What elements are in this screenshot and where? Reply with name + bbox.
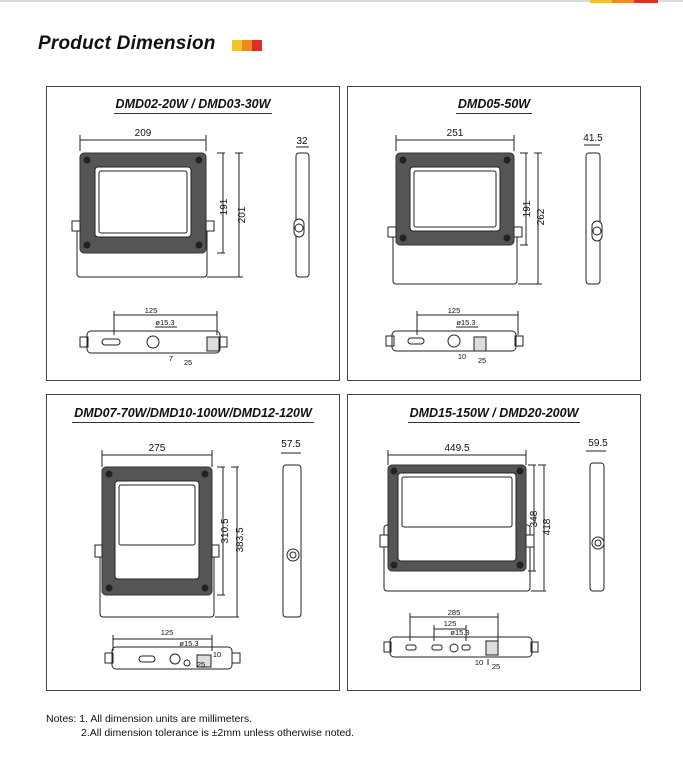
- dim-outer-height: 383.5: [235, 527, 246, 552]
- dim-hole: ø15.3: [456, 318, 475, 327]
- bottom-view: [79, 311, 228, 354]
- dim-hole: ø15.3: [155, 318, 174, 327]
- panel-dmd07-dmd12: DMD07-70W/DMD10-100W/DMD12-120W: [46, 394, 340, 691]
- swatch-red: [252, 40, 262, 51]
- note-line-1: Notes: 1. All dimension units are millim…: [46, 713, 252, 725]
- dim-width: 449.5: [444, 443, 469, 454]
- dim-inner-height: 191: [522, 200, 533, 217]
- dim-bracket: 25: [184, 358, 192, 367]
- panel-dmd02-dmd03: DMD02-20W / DMD03-30W: [46, 86, 340, 381]
- note-line-2: 2.All dimension tolerance is ±2mm unless…: [81, 727, 355, 739]
- dim-depth: 32: [296, 136, 308, 147]
- side-view: [584, 144, 603, 285]
- dim-inner-height: 310.5: [220, 518, 231, 543]
- panel-dmd15-dmd20: DMD15-150W / DMD20-200W: [347, 394, 641, 691]
- bottom-view: [383, 613, 539, 665]
- dim-slot-span: 125: [161, 628, 174, 637]
- top-rule: [0, 0, 683, 2]
- dim-offset: 7: [169, 354, 173, 363]
- side-view: [293, 146, 310, 278]
- dim-width: 209: [135, 128, 152, 139]
- panel-dmd05: DMD05-50W: [347, 86, 641, 381]
- top-accent-red: [634, 0, 658, 3]
- dim-offset: 10: [213, 650, 221, 659]
- front-view: [379, 450, 546, 592]
- panel-title: DMD02-20W / DMD03-30W: [47, 97, 339, 114]
- bottom-view: [104, 635, 241, 670]
- top-accent-yellow: [590, 0, 612, 3]
- title-color-swatches: [232, 40, 262, 51]
- dim-depth: 59.5: [588, 438, 608, 449]
- dim-offset: 10: [475, 658, 483, 667]
- front-view: [387, 135, 542, 285]
- dim-slot-span: 125: [444, 619, 457, 628]
- bottom-view: [385, 311, 524, 352]
- dim-bracket: 25: [197, 660, 205, 669]
- dim-outer-height: 418: [542, 518, 553, 535]
- dim-inner-height: 348: [529, 510, 540, 527]
- swatch-yellow: [232, 40, 242, 51]
- dim-bracket: 25: [492, 662, 500, 671]
- side-view: [281, 452, 302, 618]
- dim-outer-height: 262: [536, 208, 547, 225]
- top-accent-orange: [612, 0, 634, 3]
- dim-wide-span: 285: [448, 608, 461, 617]
- front-view: [94, 450, 239, 618]
- dim-slot-span: 125: [448, 306, 461, 315]
- page-title: Product Dimension: [38, 33, 216, 54]
- dimension-drawing: 449.5 348 418 59.5 285 125 ø15.3 10 25: [379, 438, 608, 671]
- notes: Notes: 1. All dimension units are millim…: [46, 712, 354, 740]
- dim-width: 275: [149, 443, 166, 454]
- dim-depth: 41.5: [583, 133, 603, 144]
- panel-title: DMD05-50W: [348, 97, 640, 114]
- panel-title: DMD07-70W/DMD10-100W/DMD12-120W: [47, 406, 339, 423]
- dimension-drawing: 209 191 201 32 125 ø15.3 7 25: [71, 128, 310, 367]
- side-view: [586, 450, 606, 592]
- dim-depth: 57.5: [281, 439, 301, 450]
- dim-offset: 10: [458, 352, 466, 361]
- dim-hole: ø15.3: [179, 639, 198, 648]
- dimension-drawing: 275 310.5 383.5 57.5 125 ø15.3 10 25: [94, 439, 302, 670]
- front-view: [71, 135, 243, 278]
- panel-title: DMD15-150W / DMD20-200W: [348, 406, 640, 423]
- dimension-drawing: 251 191 262 41.5 125 ø15.3 10 25: [385, 128, 603, 365]
- dim-bracket: 25: [478, 356, 486, 365]
- dim-width: 251: [447, 128, 464, 139]
- dim-slot-span: 125: [145, 306, 158, 315]
- swatch-orange: [242, 40, 252, 51]
- dim-hole: ø15.3: [450, 628, 469, 637]
- dim-outer-height: 201: [237, 206, 248, 223]
- dim-inner-height: 191: [219, 198, 230, 215]
